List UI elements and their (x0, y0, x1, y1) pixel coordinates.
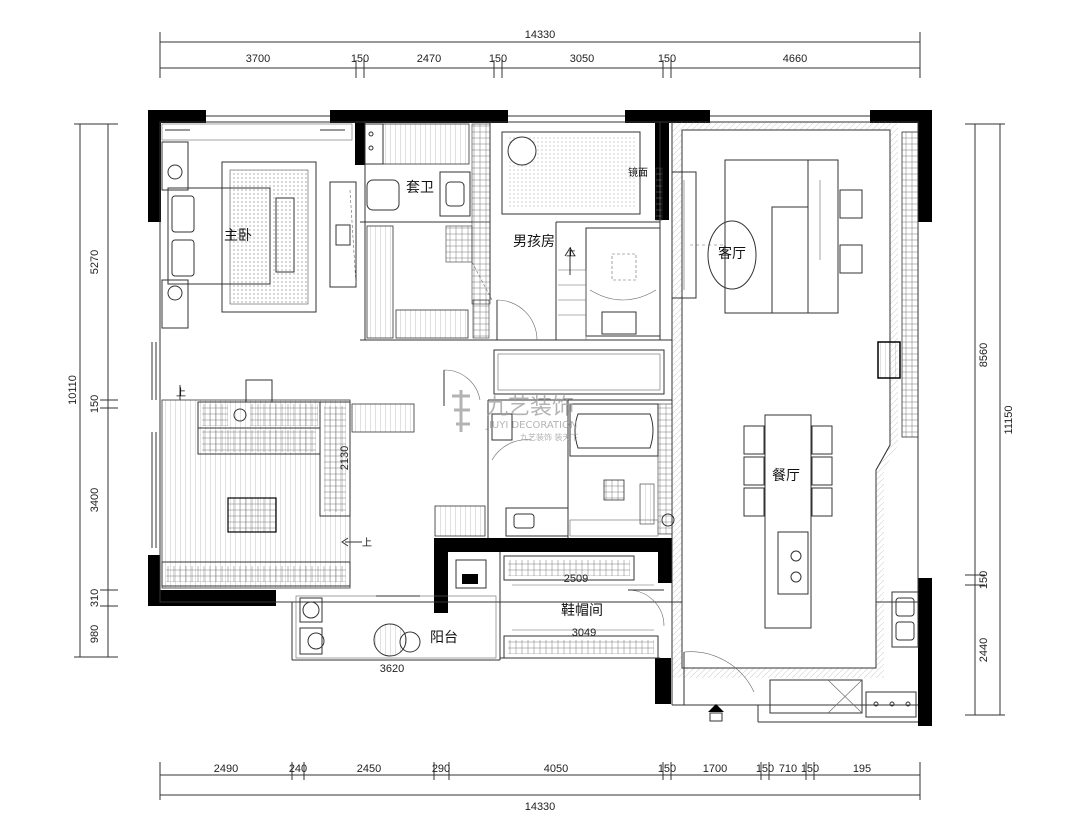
dim-inner-2509: 2509 (564, 573, 588, 585)
dim-bottom-seg-2: 240 (289, 763, 307, 775)
boys-room (501, 131, 663, 340)
dim-bottom-seg-7: 1700 (703, 763, 727, 775)
label-boys-room: 男孩房 (513, 234, 555, 250)
tatami-area (151, 379, 415, 589)
middle-bath (434, 349, 675, 537)
dim-bottom-seg-1: 2490 (214, 763, 238, 775)
watermark: 九艺装饰 JIUYI DECORATION 九艺装饰 装天下 (452, 390, 579, 442)
dim-right-seg-1: 8560 (978, 343, 990, 367)
shoe-room (503, 555, 665, 659)
dim-left-seg-3: 3400 (89, 488, 101, 512)
label-ensuite-bath: 套卫 (406, 180, 434, 196)
dim-left-seg-4: 310 (89, 589, 101, 607)
dim-right-seg-2: 150 (978, 571, 990, 589)
watermark-brand-cn: 九艺装饰 (486, 395, 574, 420)
dimension-bottom: 2490 240 2450 290 4050 150 1700 150 710 … (159, 762, 921, 813)
dimension-right: 8560 150 2440 11150 (965, 123, 1015, 716)
dim-right-total: 11150 (1003, 406, 1015, 435)
dim-top-seg-2: 150 (351, 53, 369, 65)
dim-bottom-seg-10: 150 (801, 763, 819, 775)
dim-top-seg-7: 4660 (783, 53, 807, 65)
dim-bottom-seg-5: 4050 (544, 763, 568, 775)
dim-left-seg-2: 150 (89, 395, 101, 413)
label-master-bedroom: 主卧 (224, 228, 252, 244)
dim-top-total: 14330 (525, 29, 556, 41)
dim-bottom-seg-6: 150 (658, 763, 676, 775)
watermark-brand-en: JIUYI DECORATION (485, 420, 577, 431)
watermark-logo (452, 390, 470, 432)
label-up-3: 上 (362, 537, 372, 549)
balcony (295, 559, 497, 659)
dim-bottom-seg-4: 290 (432, 763, 450, 775)
dimension-left: 10110 5270 150 3400 310 980 (67, 123, 118, 658)
label-up-1: 上 (176, 387, 186, 399)
dim-right-seg-3: 2440 (978, 638, 990, 662)
dim-bottom-seg-3: 2450 (357, 763, 381, 775)
living-dining-area (671, 122, 919, 722)
master-bedroom (151, 123, 357, 400)
walls (148, 110, 932, 726)
watermark-slogan: 九艺装饰 装天下 (520, 432, 579, 442)
dim-bottom-total: 14330 (525, 801, 556, 813)
dim-left-seg-1: 5270 (89, 250, 101, 274)
label-shoe-room: 鞋帽间 (561, 603, 603, 619)
dim-inner-2130: 2130 (339, 446, 351, 470)
dim-inner-3620: 3620 (380, 663, 404, 675)
ensuite-bath (364, 123, 538, 341)
dim-inner-3049: 3049 (572, 627, 596, 639)
dimension-top: 14330 3700 150 2470 150 3050 150 4660 (159, 29, 921, 78)
dim-left-seg-5: 980 (89, 625, 101, 643)
dim-top-seg-6: 150 (658, 53, 676, 65)
dim-bottom-seg-11: 195 (853, 763, 871, 775)
dim-top-seg-4: 150 (489, 53, 507, 65)
dim-top-seg-1: 3700 (246, 53, 270, 65)
dim-left-total: 10110 (67, 375, 79, 405)
dim-top-seg-5: 3050 (570, 53, 594, 65)
label-up-2: 上 (566, 247, 576, 259)
room-labels: 主卧 套卫 男孩房 客厅 餐厅 鞋帽间 阳台 镜面 上 上 上 2130 250… (176, 166, 800, 675)
label-mirror: 镜面 (628, 166, 648, 179)
label-dining-room: 餐厅 (772, 468, 800, 484)
label-balcony: 阳台 (430, 630, 458, 646)
dim-bottom-seg-9: 710 (779, 763, 797, 775)
dim-bottom-seg-8: 150 (756, 763, 774, 775)
dim-top-seg-3: 2470 (417, 53, 441, 65)
label-living-room: 客厅 (718, 245, 746, 262)
